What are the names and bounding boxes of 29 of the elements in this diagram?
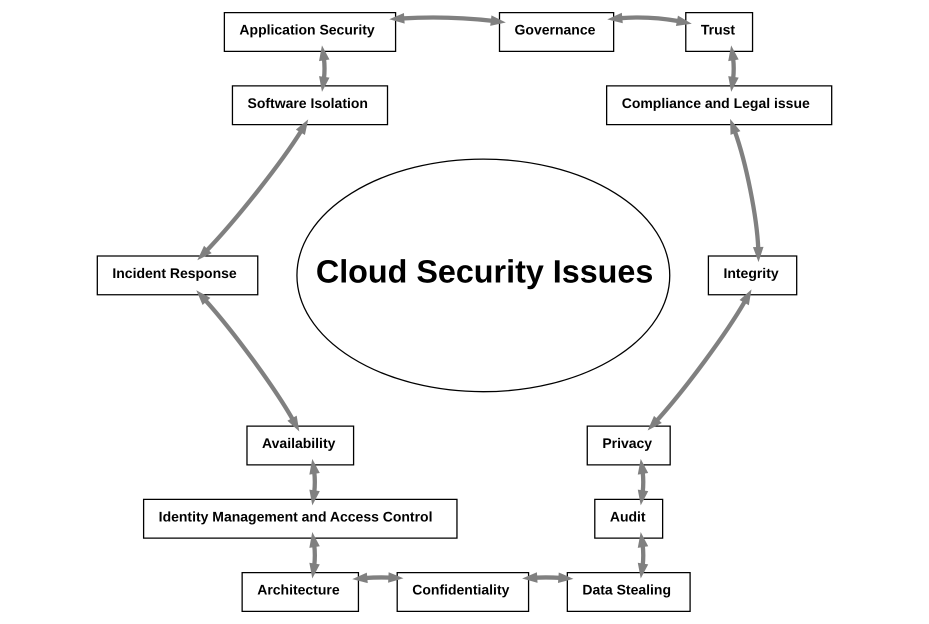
arrow xyxy=(638,458,648,506)
node-box: Architecture xyxy=(242,572,360,612)
node-box: Audit xyxy=(594,498,664,539)
node-box: Availability xyxy=(246,426,354,466)
node-box: Privacy xyxy=(586,426,671,466)
node-box: Integrity xyxy=(708,255,798,296)
arrow xyxy=(309,458,320,506)
node-box: Compliance and Legal issue xyxy=(606,85,832,126)
arrow xyxy=(522,572,574,584)
arrow xyxy=(196,290,300,432)
arrow xyxy=(319,45,330,92)
node-box: Governance xyxy=(498,12,614,52)
arrow xyxy=(728,45,739,92)
node-box: Confidentiality xyxy=(396,572,530,612)
node-box: Application Security xyxy=(224,12,396,52)
arrow xyxy=(607,12,692,26)
node-box: Software Isolation xyxy=(232,85,388,126)
node-box: Identity Management and Access Control xyxy=(142,498,458,539)
node-box: Data Stealing xyxy=(566,572,691,612)
arrow xyxy=(309,532,320,579)
arrow xyxy=(730,118,764,262)
arrow xyxy=(352,572,404,584)
arrow xyxy=(648,289,752,431)
node-box: Trust xyxy=(685,12,754,52)
arrow xyxy=(389,12,506,26)
arrow xyxy=(638,532,648,579)
node-box: Incident Response xyxy=(96,255,258,296)
arrow xyxy=(197,119,308,260)
node-ellipse: Cloud Security Issues xyxy=(296,158,670,392)
